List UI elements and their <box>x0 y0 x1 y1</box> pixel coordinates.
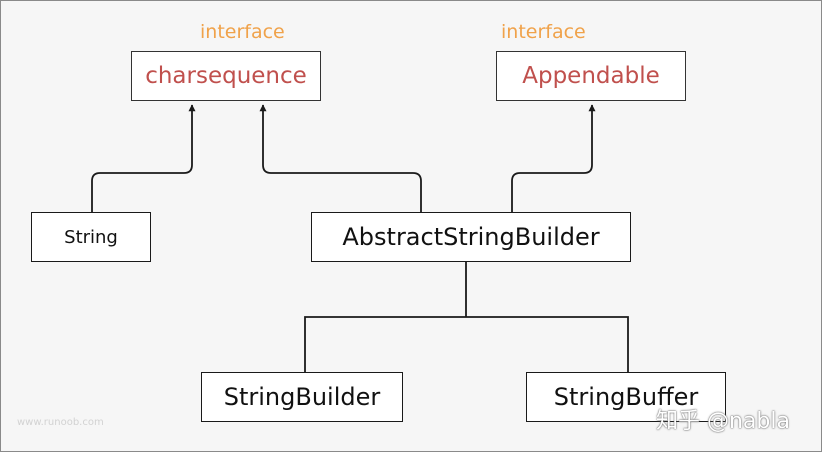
node-stringbuilder: StringBuilder <box>201 372 403 422</box>
site-watermark: www.runoob.com <box>17 417 104 428</box>
edge-string-to-charsequence <box>91 104 196 212</box>
edge-abstractstringbuilder-to-appendable <box>511 104 596 212</box>
node-string: String <box>31 212 151 262</box>
node-appendable: Appendable <box>496 51 686 101</box>
stereotype-charsequence: interface <box>200 21 285 43</box>
node-charsequence: charsequence <box>131 51 321 101</box>
node-stringbuffer: StringBuffer <box>526 372 726 422</box>
stereotype-appendable: interface <box>501 21 586 43</box>
edge-abstractstringbuilder-to-subclasses <box>304 262 629 372</box>
edge-abstractstringbuilder-to-charsequence <box>259 104 422 212</box>
credit-watermark: 知乎 @nabla <box>656 409 790 434</box>
node-abstractstringbuilder: AbstractStringBuilder <box>311 212 631 262</box>
